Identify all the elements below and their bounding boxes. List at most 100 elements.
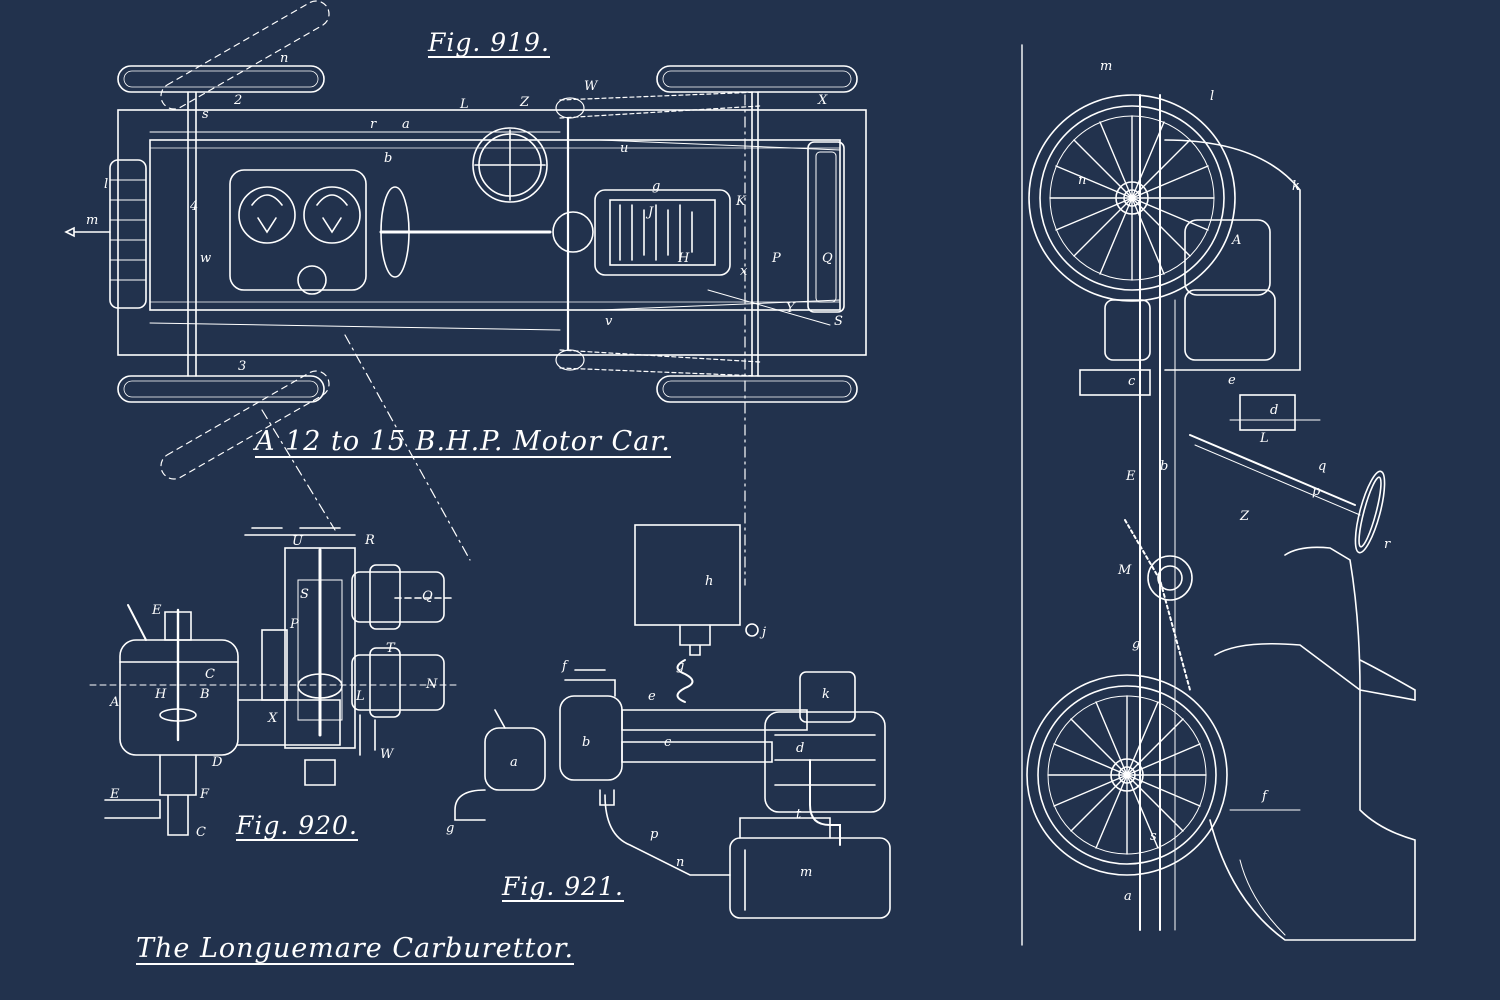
chassis-frame [117,109,867,356]
gearbox [552,189,731,276]
svg-text:m: m [800,865,812,880]
carburettor-section [89,527,461,836]
fig-919-caption: Fig. 919. [428,28,550,59]
svg-text:3: 3 [238,359,246,374]
svg-text:E: E [151,603,162,618]
throttle-chamber [284,547,356,749]
svg-text:n: n [1078,173,1086,188]
svg-text:E: E [1125,469,1136,484]
svg-text:m: m [1100,59,1112,74]
svg-text:d: d [796,741,804,756]
svg-text:l: l [1210,89,1214,104]
svg-text:g: g [676,659,684,674]
fig-920-caption: Fig. 920. [236,811,358,842]
svg-text:r: r [1384,537,1391,552]
svg-text:P: P [289,617,299,632]
svg-text:v: v [605,314,613,329]
svg-text:Z: Z [1239,509,1250,524]
svg-text:m: m [86,213,98,228]
svg-text:M: M [1117,563,1132,578]
svg-text:A: A [1231,233,1241,248]
svg-text:n: n [676,855,684,870]
steering-wheel-side [1354,470,1386,554]
svg-text:r: r [370,117,377,132]
svg-text:u: u [620,141,628,156]
fuel-tank [807,141,845,313]
svg-text:X: X [267,711,278,726]
svg-text:g: g [652,179,660,194]
svg-text:X: X [817,93,828,108]
svg-text:R: R [364,533,375,548]
radiator [109,159,147,309]
svg-text:K: K [735,194,747,209]
svg-text:L: L [1259,431,1269,446]
svg-text:F: F [199,787,210,802]
svg-text:b: b [384,151,392,166]
upper-wheel [1028,94,1236,302]
svg-text:a: a [1124,889,1132,904]
car-body [1209,546,1416,941]
svg-text:N: N [425,677,438,692]
svg-text:L: L [355,689,365,704]
front-wheel-bottom [117,375,325,403]
svg-text:a: a [510,755,518,770]
svg-text:n: n [280,51,288,66]
svg-text:H: H [677,251,690,266]
svg-text:p: p [1312,484,1321,499]
svg-text:x: x [740,264,748,279]
lower-wheel [1026,674,1228,876]
chassis-plan-view [64,0,867,586]
svg-text:T: T [386,641,396,656]
svg-text:U: U [292,534,304,549]
svg-text:W: W [584,79,599,94]
svg-text:f: f [1261,789,1269,804]
drive-chains [555,91,761,377]
svg-text:c: c [664,735,672,750]
svg-text:W: W [380,747,395,762]
fig-921-caption: Fig. 921. [502,872,624,903]
svg-text:D: D [211,755,223,770]
svg-text:f: f [561,659,569,674]
svg-text:Q: Q [822,251,833,266]
svg-text:g: g [446,821,454,836]
svg-text:b: b [1160,459,1168,474]
svg-text:w: w [200,251,211,266]
svg-text:Z: Z [519,95,530,110]
svg-text:k: k [1292,179,1300,194]
carburettor-caption: The Longuemare Carburettor. [136,933,575,966]
svg-text:S: S [300,587,309,602]
engine-d [764,711,886,813]
svg-text:s: s [1150,829,1157,844]
svg-text:d: d [1270,403,1278,418]
svg-text:S: S [834,314,843,329]
svg-text:t: t [796,807,802,822]
svg-text:P: P [771,251,781,266]
svg-text:E: E [109,787,120,802]
svg-text:A: A [109,695,119,710]
svg-text:k: k [822,687,830,702]
svg-text:g: g [1132,637,1140,652]
engine-block [229,169,367,295]
svg-text:h: h [705,574,713,589]
svg-text:c: c [1128,374,1136,389]
svg-text:a: a [402,117,410,132]
svg-text:C: C [196,825,206,840]
svg-text:C: C [205,667,215,682]
motor-car-caption: A 12 to 15 B.H.P. Motor Car. [255,426,671,459]
rear-wheel-bottom [656,375,858,403]
svg-text:s: s [202,107,209,122]
svg-text:l: l [104,177,108,192]
svg-text:e: e [648,689,656,704]
silencer [729,837,891,919]
tank-h [634,524,741,626]
svg-text:4: 4 [189,199,198,214]
fuel-system [454,524,891,919]
svg-text:q: q [1318,459,1326,474]
svg-text:2: 2 [233,93,242,108]
svg-text:Q: Q [422,589,433,604]
svg-text:Y: Y [786,301,796,316]
front-wheel-top [117,65,325,93]
rear-wheel-top [656,65,858,93]
